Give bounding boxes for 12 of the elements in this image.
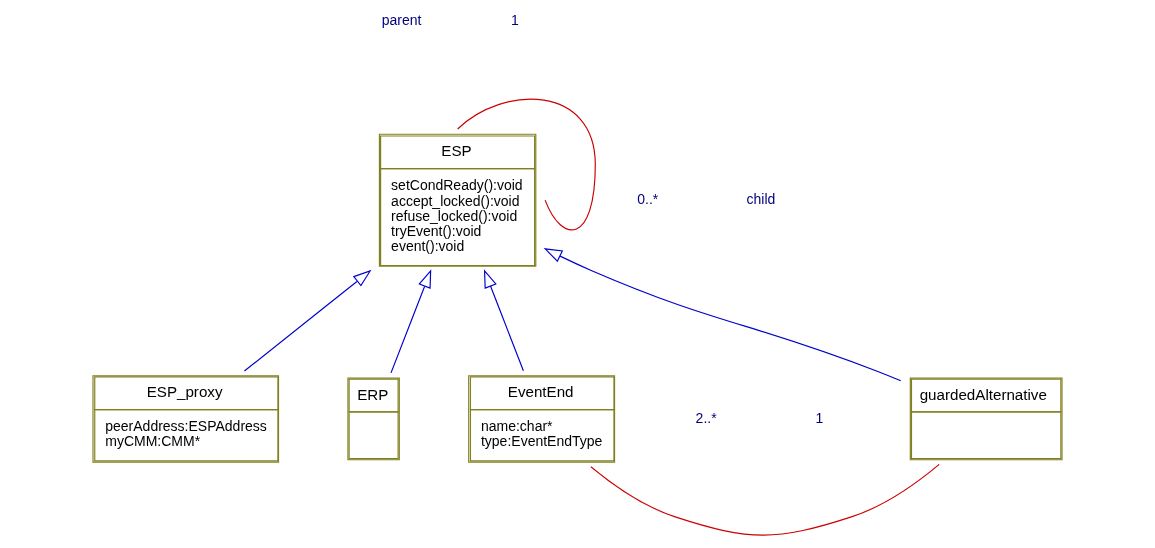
arrow: [390, 269, 432, 374]
connector: [457, 98, 596, 231]
label: 1: [510, 11, 519, 28]
arrow: [543, 248, 902, 382]
label: 0..*: [637, 190, 659, 207]
arrow: [483, 269, 524, 372]
label: 1: [815, 409, 824, 426]
arrow: [243, 269, 372, 372]
label: child: [746, 190, 776, 207]
label: 2..*: [695, 409, 717, 426]
label: parent: [381, 11, 422, 28]
connector: [590, 463, 940, 536]
